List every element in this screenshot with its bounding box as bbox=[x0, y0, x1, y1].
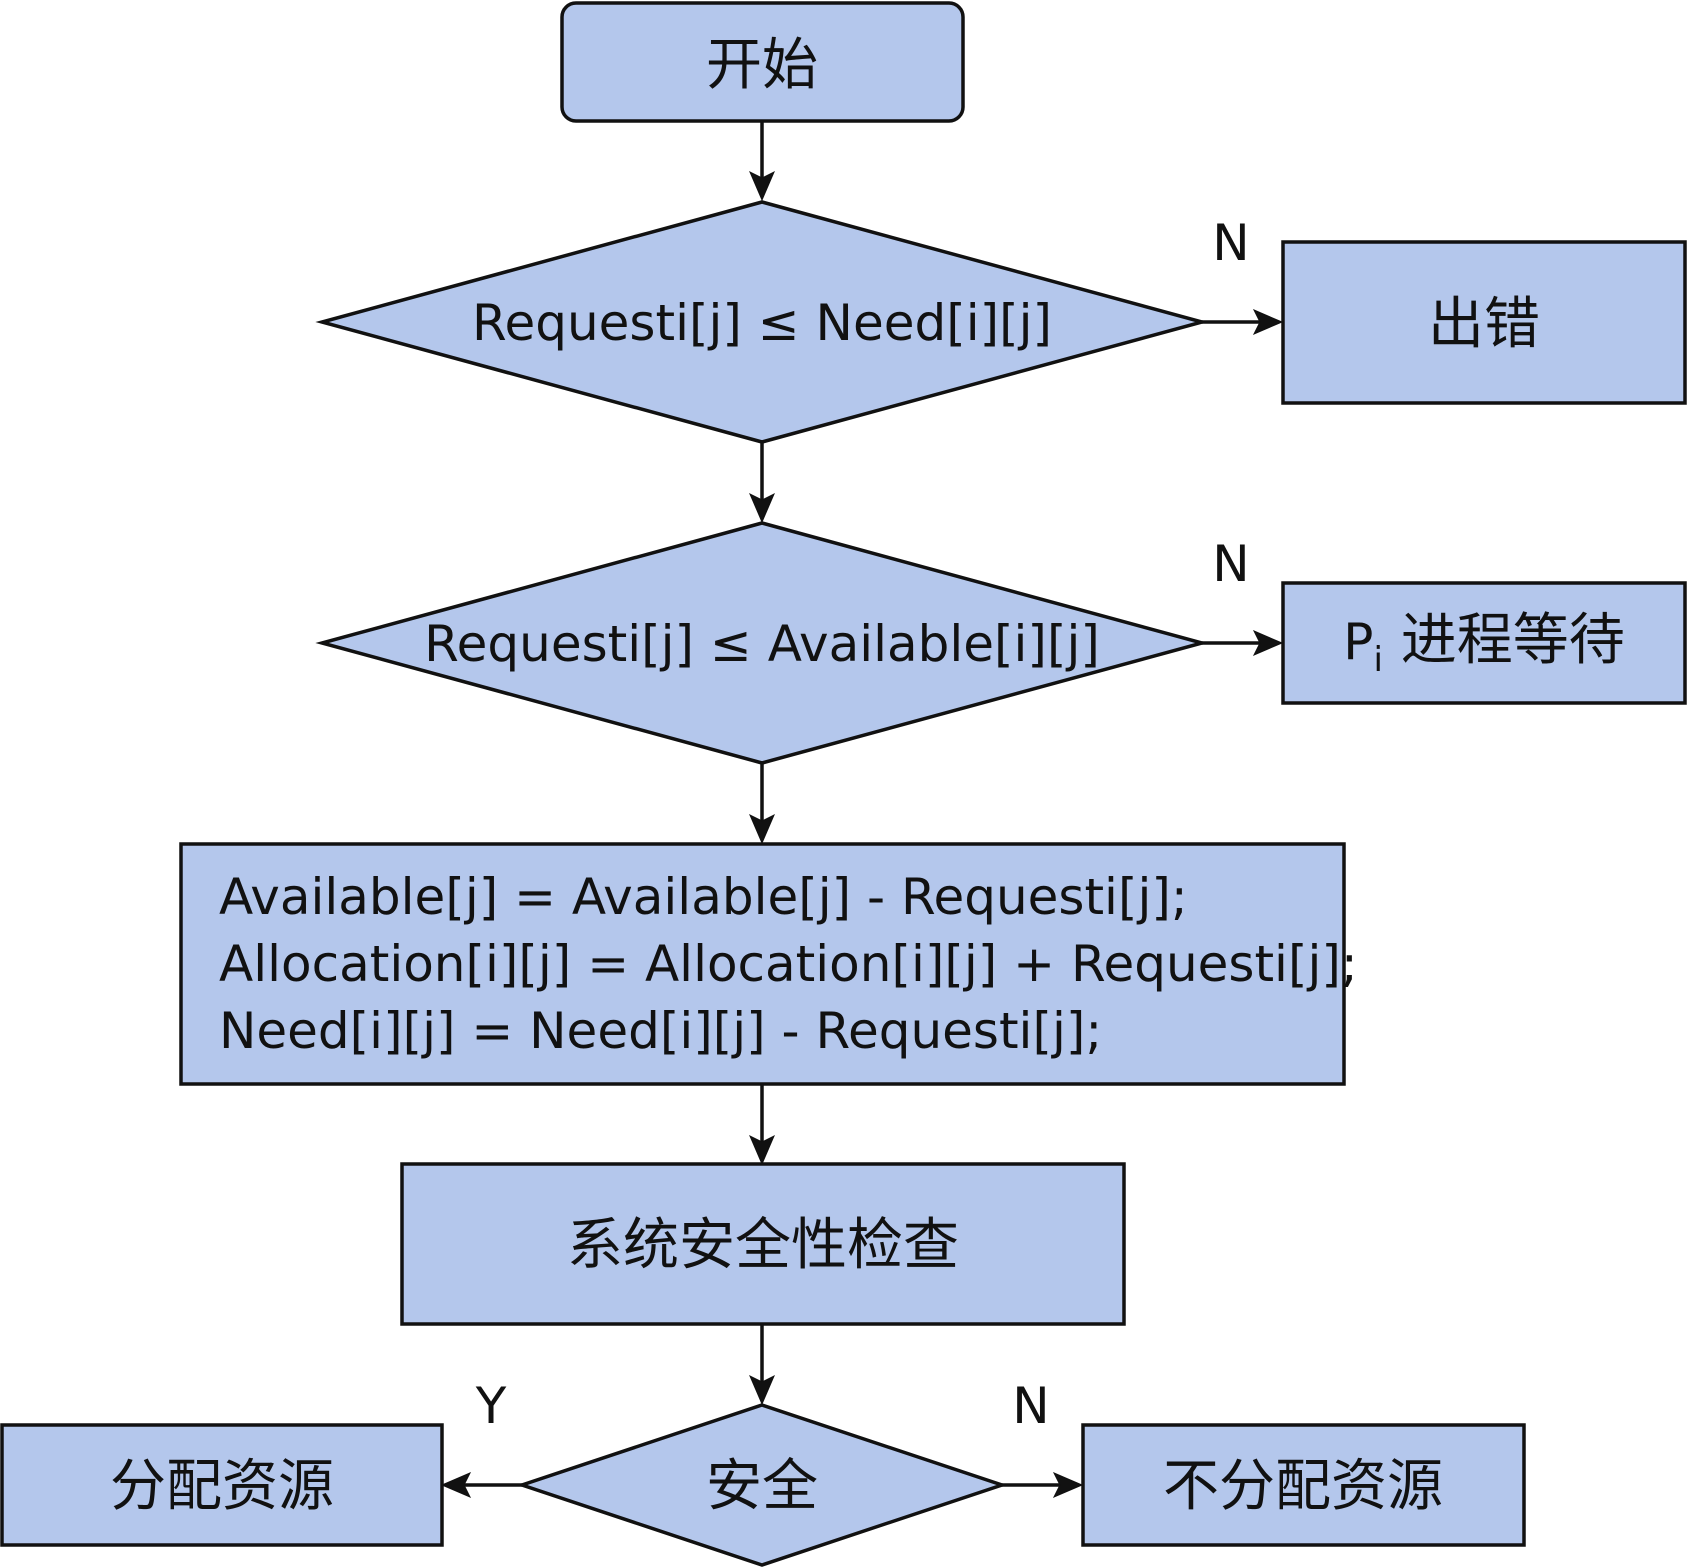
no-allocate-node[interactable]: 不分配资源 bbox=[1081, 1423, 1526, 1547]
wait-text: 进程等待 bbox=[1383, 608, 1625, 673]
update-line-3: Need[i][j] = Need[i][j] - Requesti[j]; bbox=[219, 1002, 1102, 1060]
wait-node[interactable]: Pi 进程等待 bbox=[1281, 581, 1687, 705]
need-check-diamond[interactable]: Requesti[j] ≤ Need[i][j] bbox=[315, 200, 1209, 444]
error-label: 出错 bbox=[1428, 292, 1540, 357]
safe-no-label: N bbox=[1012, 1377, 1049, 1435]
update-line-2: Allocation[i][j] = Allocation[i][j] + Re… bbox=[219, 935, 1358, 993]
edge-safe-to-allocate: Y bbox=[440, 1377, 522, 1498]
safety-check-node[interactable]: 系统安全性检查 bbox=[400, 1162, 1126, 1326]
safety-check-label: 系统安全性检查 bbox=[567, 1213, 959, 1278]
edge-update-to-safety bbox=[749, 1084, 775, 1166]
allocate-label: 分配资源 bbox=[110, 1454, 334, 1519]
available-no-label: N bbox=[1212, 535, 1249, 593]
need-check-label: Requesti[j] ≤ Need[i][j] bbox=[472, 294, 1052, 352]
available-check-label: Requesti[j] ≤ Available[i][j] bbox=[424, 615, 1100, 673]
edge-available-to-update bbox=[749, 763, 775, 845]
update-node[interactable]: Available[j] = Available[j] - Requesti[j… bbox=[179, 842, 1358, 1086]
safe-diamond[interactable]: 安全 bbox=[516, 1403, 1008, 1567]
error-node[interactable]: 出错 bbox=[1281, 240, 1687, 405]
start-node[interactable]: 开始 bbox=[560, 1, 965, 123]
edge-available-to-wait: N bbox=[1202, 535, 1284, 656]
edge-start-to-need-check bbox=[749, 121, 775, 202]
no-allocate-label: 不分配资源 bbox=[1163, 1454, 1443, 1519]
safe-yes-label: Y bbox=[475, 1377, 507, 1435]
edge-need-to-error: N bbox=[1202, 214, 1284, 335]
wait-subscript: i bbox=[1373, 640, 1382, 680]
edge-need-to-available bbox=[749, 442, 775, 524]
start-label: 开始 bbox=[706, 33, 818, 98]
edge-safe-to-no-allocate: N bbox=[1002, 1377, 1084, 1498]
available-check-diamond[interactable]: Requesti[j] ≤ Available[i][j] bbox=[315, 521, 1209, 765]
update-line-1: Available[j] = Available[j] - Requesti[j… bbox=[219, 868, 1188, 926]
wait-prefix: P bbox=[1343, 613, 1373, 671]
allocate-node[interactable]: 分配资源 bbox=[0, 1423, 444, 1547]
need-no-label: N bbox=[1212, 214, 1249, 272]
wait-label: Pi 进程等待 bbox=[1343, 608, 1624, 680]
edge-safety-to-safe bbox=[749, 1324, 775, 1406]
safe-label: 安全 bbox=[706, 1454, 818, 1519]
